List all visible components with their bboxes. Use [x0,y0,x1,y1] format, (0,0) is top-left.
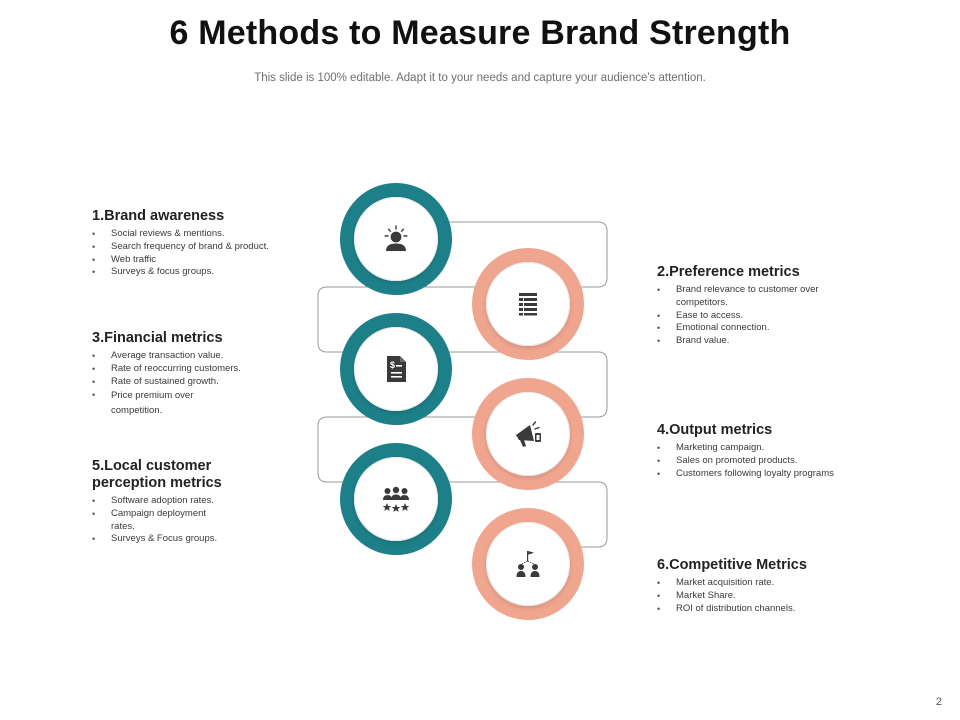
method-3-bullet: Price premium over competition. [92,388,211,418]
dollar-document-icon: $ [387,356,406,382]
method-3-bullet: Rate of sustained growth. [92,376,272,389]
method-4-circle [472,378,584,490]
slide-subtitle: This slide is 100% editable. Adapt it to… [254,72,706,84]
method-6-block: 6.Competitive Metrics Market acquisition… [657,557,857,615]
method-5-block: 5.Local customer perception metrics Soft… [92,458,252,546]
method-6-bullet: ROI of distribution channels. [657,603,857,616]
method-6-circle [472,508,584,620]
method-1-bullet: Social reviews & mentions. [92,228,312,241]
method-2-block: 2.Preference metrics Brand relevance to … [657,264,857,348]
method-2-bullet: Emotional connection. [657,322,857,335]
list-table-icon [519,293,537,316]
method-2-title: 2.Preference metrics [657,264,800,280]
svg-text:$: $ [390,360,395,370]
method-3-block: 3.Financial metrics Average transaction … [92,330,272,418]
method-3-bullets: Average transaction value. Rate of reocc… [92,350,272,418]
method-6-bullet: Market acquisition rate. [657,577,857,590]
method-2-bullet: Brand relevance to customer over competi… [657,284,857,310]
method-3-title: 3.Financial metrics [92,330,223,346]
method-1-bullet: Surveys & focus groups. [92,266,312,279]
method-5-circle [340,443,452,555]
method-6-title: 6.Competitive Metrics [657,557,807,573]
people-flag-icon [516,551,540,577]
method-5-bullet: Software adoption rates. [92,495,252,508]
method-1-bullets: Social reviews & mentions. Search freque… [92,228,312,279]
method-6-bullet: Market Share. [657,590,857,603]
method-2-bullet: Ease to access. [657,310,857,323]
method-1-circle [340,183,452,295]
method-1-bullet: Web traffic [92,254,312,267]
method-2-bullet: Brand value. [657,335,857,348]
method-6-bullets: Market acquisition rate. Market Share. R… [657,577,857,615]
method-2-circle [472,248,584,360]
method-5-bullet: Surveys & Focus groups. [92,533,252,546]
method-3-bullet: Rate of reoccurring customers. [92,363,272,376]
method-1-block: 1.Brand awareness Social reviews & menti… [92,208,312,279]
method-5-bullets: Software adoption rates. Campaign deploy… [92,495,252,546]
method-4-title: 4.Output metrics [657,422,773,438]
method-1-title: 1.Brand awareness [92,208,225,224]
method-4-block: 4.Output metrics Marketing campaign. Sal… [657,422,867,480]
method-5-bullet: Campaign deployment rates. [92,508,221,534]
people-stars-icon [382,486,410,512]
method-4-bullet: Marketing campaign. [657,442,867,455]
method-1-bullet: Search frequency of brand & product. [92,241,312,254]
method-3-circle: $ [340,313,452,425]
person-sun-icon [384,225,408,251]
method-4-bullets: Marketing campaign. Sales on promoted pr… [657,442,867,480]
page-number: 2 [935,696,942,708]
megaphone-icon [516,421,541,447]
method-3-bullet: Average transaction value. [92,350,272,363]
method-4-bullet: Customers following loyalty programs [657,468,867,481]
slide-title: 6 Methods to Measure Brand Strength [169,14,791,52]
method-2-bullets: Brand relevance to customer over competi… [657,284,857,348]
method-5-title: 5.Local customer perception metrics [92,458,222,491]
method-4-bullet: Sales on promoted products. [657,455,867,468]
